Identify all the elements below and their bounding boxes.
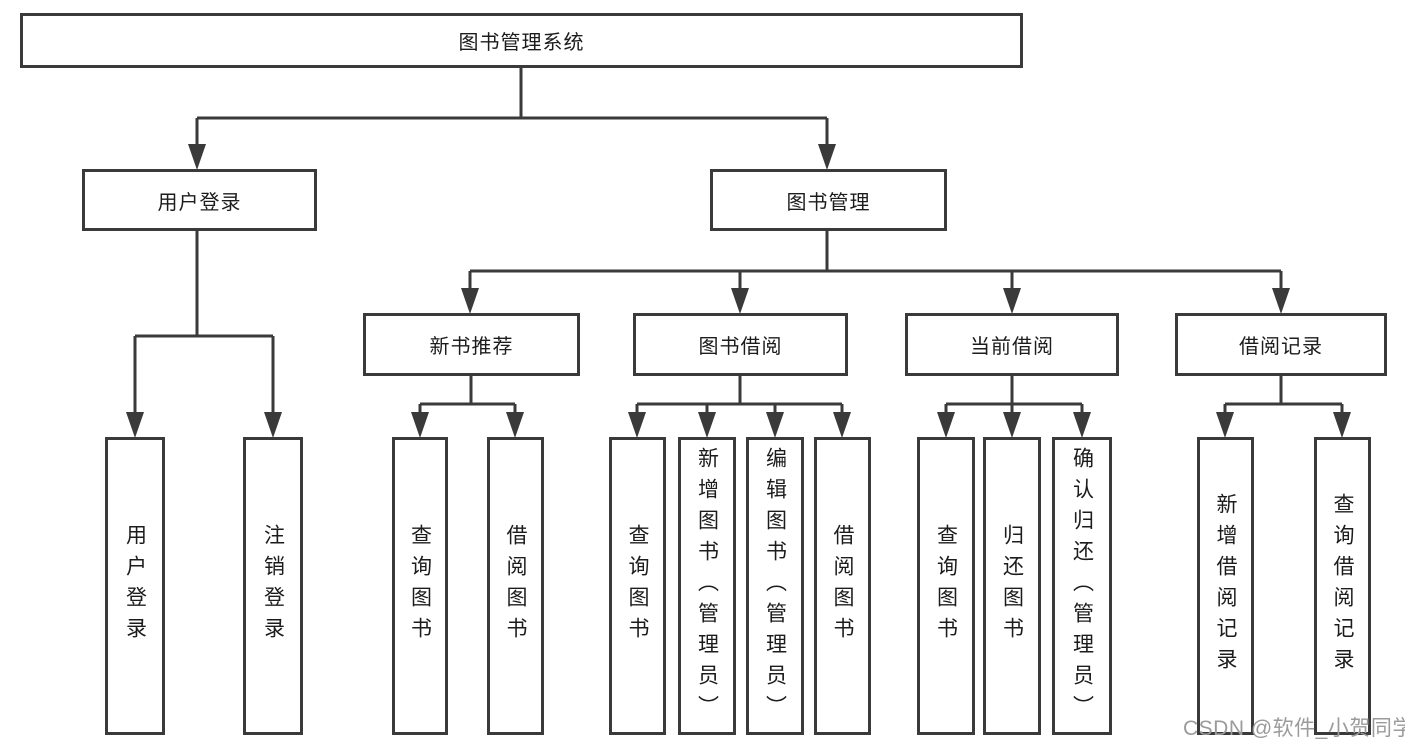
leaf-add-borrow-record: 新增借阅记录	[1197, 437, 1254, 735]
leaf-edit-book-admin: 编辑图书（管理员）	[746, 437, 804, 735]
leaf-query-book-current: 查询图书	[917, 437, 975, 735]
leaf-query-borrow-record: 查询借阅记录	[1314, 437, 1371, 735]
leaf-borrow-book-borrow: 借阅图书	[814, 437, 871, 735]
leaf-confirm-return-admin: 确认归还（管理员）	[1052, 437, 1112, 735]
leaf-query-book-borrow: 查询图书	[609, 437, 666, 735]
node-borrow-records: 借阅记录	[1175, 313, 1387, 376]
node-root: 图书管理系统	[20, 13, 1023, 68]
node-user-login: 用户登录	[82, 169, 317, 231]
leaf-borrow-book-newbook: 借阅图书	[487, 437, 544, 735]
node-book-management: 图书管理	[710, 169, 947, 231]
leaf-add-book-admin: 新增图书（管理员）	[678, 437, 736, 735]
node-current-borrow: 当前借阅	[905, 313, 1119, 376]
node-new-book-recommend: 新书推荐	[363, 313, 580, 376]
leaf-query-book-newbook: 查询图书	[392, 437, 448, 735]
leaf-return-book: 归还图书	[983, 437, 1041, 735]
node-book-borrow: 图书借阅	[633, 313, 848, 376]
connector-lines	[133, 68, 1344, 412]
leaf-user-login: 用户登录	[105, 437, 165, 735]
arrowheads	[126, 144, 1351, 438]
leaf-logout: 注销登录	[243, 437, 303, 735]
csdn-watermark: CSDN @软件_小贺同学	[1183, 717, 1405, 740]
